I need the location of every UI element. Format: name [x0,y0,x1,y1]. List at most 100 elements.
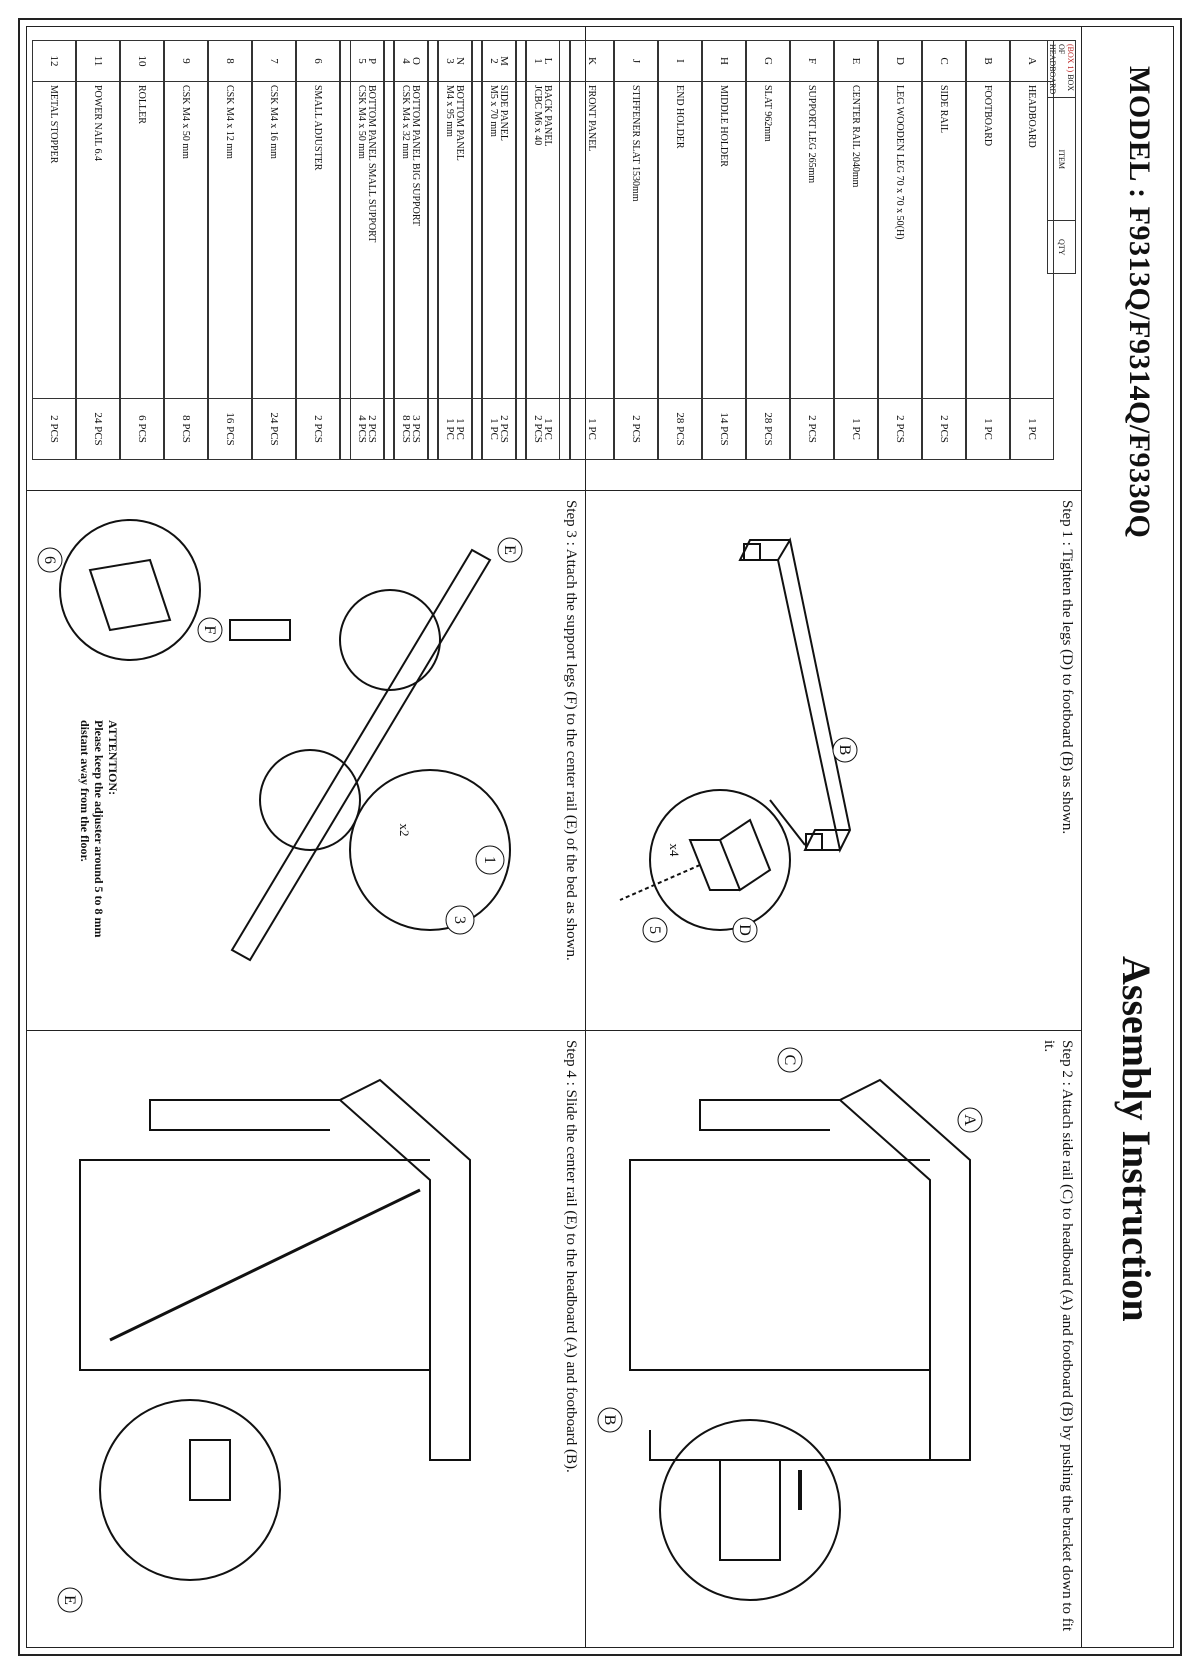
hardware-qty: 6 PCS [121,398,163,459]
board-no: G [747,41,789,82]
board-item-name: STIFFENER SLAT 1530mm [630,85,642,202]
board-qty: 28 PCS [659,398,701,459]
board-no: C [923,41,965,82]
hardware-no: 4 [385,41,427,82]
hardware-no: 10 [121,41,163,82]
board-qty: 1 PC [967,398,1009,459]
hardware-qty: 2 PCS [297,398,339,459]
callout-b2: B [601,1415,618,1426]
hardware-no: 1 [517,41,559,82]
step2-illustration: A C B [597,1047,983,1601]
box1-label: (BOX 1) [1066,44,1075,73]
hardware-qty: 24 PCS [77,398,119,459]
hardware-no: 3 [429,41,471,82]
board-qty: 1 PC [571,398,613,459]
board-item-name: FOOTBOARD [982,85,994,147]
hardware-qty: 8 PCS [165,398,207,459]
hardware-qty: 8 PCS [385,398,427,459]
hardware-no: 5 [341,41,383,82]
step1-illustration: B D 5 x4 [619,537,858,943]
board-item-name: SUPPORT LEG 265mm [806,85,818,184]
board-row: C SIDE RAIL 2 PCS [922,40,966,460]
board-qty: 28 PCS [747,398,789,459]
callout-e2: E [61,1595,78,1605]
support-leg-f [229,619,291,641]
hardware-item-name: M5 x 70 mm [488,85,500,137]
step4-illustration: E [57,1078,471,1613]
headboard-a [838,1078,971,1461]
step1-text: Step 1 : Tighten the legs (D) to footboa… [1059,500,1075,835]
attention-line2: distant away from the floor. [78,720,92,862]
board-qty: 2 PCS [615,398,657,459]
board-qty: 2 PCS [879,398,921,459]
attention-note: ATTENTION: Please keep the adjuster arou… [78,720,120,1020]
hardware-no: 2 [473,41,515,82]
assembly-title: Assembly Instruction [1114,956,1159,1322]
step4-text: Step 4 : Slide the center rail (E) to th… [563,1040,579,1473]
callout-a: A [961,1114,978,1126]
callout-d: D [736,924,753,936]
board-qty: 14 PCS [703,398,745,459]
hardware-no: 11 [77,41,119,82]
hardware-qty: 1 PC [473,398,515,459]
hardware-qty: 24 PCS [253,398,295,459]
divider-parts [26,490,1082,491]
hardware-item-name: POWER NAIL 6.4 [92,85,104,162]
hardware-qty: 2 PCS [517,398,559,459]
board-qty: 2 PCS [923,398,965,459]
hardware-qty: 1 PC [429,398,471,459]
board-item-name: SLAT 962mm [762,85,774,142]
board-item-name: MIDDLE HOLDER [718,85,730,167]
callout-b: B [836,745,853,756]
hardware-no: 6 [297,41,339,82]
callout-6: 6 [41,556,58,564]
callout-5: 5 [646,926,663,934]
hardware-item-name: CSK M4 x 50 mm [180,85,192,159]
board-item-name: END HOLDER [674,85,686,149]
board-item-name: LEG WOODEN LEG 70 x 70 x 50(H) [894,85,906,240]
hardware-no: 9 [165,41,207,82]
center-rail-e [230,548,492,962]
step2-text: Step 2 : Attach side rail (C) to headboa… [1041,1040,1075,1632]
board-row: J STIFFENER SLAT 1530mm 2 PCS [614,40,658,460]
board-row: G SLAT 962mm 28 PCS [746,40,790,460]
board-row: D LEG WOODEN LEG 70 x 70 x 50(H) 2 PCS [878,40,922,460]
hardware-no: 8 [209,41,251,82]
callout-3: 3 [451,916,468,924]
hardware-item-name: ROLLER [136,85,148,124]
board-item-name: SIDE RAIL [938,85,950,134]
board-item-name: CENTER RAIL 2040mm [850,85,862,188]
board-no: J [615,41,657,82]
divider-steps-horizontal [585,490,586,1648]
board-row: H MIDDLE HOLDER 14 PCS [702,40,746,460]
callout-f: F [201,626,218,635]
callout-1: 1 [481,856,498,864]
board-no: H [703,41,745,82]
hardware-no: 7 [253,41,295,82]
board-qty: 1 PC [1011,398,1053,459]
model-title: MODEL : F9313Q/F9314Q/F9330Q [1123,66,1156,539]
step3-illustration: E F 1 3 6 x2 [37,519,523,962]
board-no: D [879,41,921,82]
attention-title: ATTENTION: [106,720,120,796]
hardware-item-name: CSK M4 x 32 mm [400,85,412,159]
step3-text: Step 3 : Attach the support legs (F) to … [563,500,579,961]
attention-line1: Please keep the adjuster around 5 to 8 m… [92,720,106,938]
board-qty: 1 PC [835,398,877,459]
callout-e: E [501,545,518,555]
